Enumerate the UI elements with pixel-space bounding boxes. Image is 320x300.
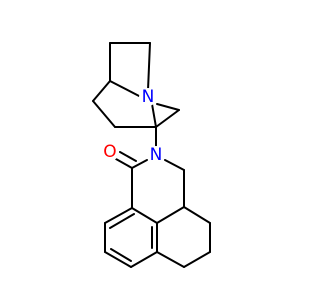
bond bbox=[115, 158, 133, 169]
bond bbox=[109, 213, 135, 229]
bond bbox=[156, 103, 180, 111]
bond bbox=[156, 206, 185, 224]
oxygen-label: O bbox=[103, 142, 116, 162]
bond bbox=[104, 251, 132, 268]
nitrogen-label: N bbox=[150, 145, 163, 165]
bond bbox=[183, 251, 211, 268]
atom-o-carbonyl: O bbox=[101, 142, 119, 162]
bond bbox=[164, 159, 185, 171]
atom-n-amide: N bbox=[147, 145, 165, 165]
nitrogen-label: N bbox=[142, 87, 155, 107]
bond bbox=[92, 80, 111, 102]
bond bbox=[183, 206, 211, 224]
bond bbox=[147, 42, 151, 91]
structure-canvas: N N O bbox=[92, 42, 211, 268]
bond bbox=[155, 109, 180, 128]
quinuclidine-cage bbox=[92, 42, 180, 128]
bond bbox=[109, 80, 142, 98]
bond bbox=[110, 248, 132, 262]
aromatic-ring bbox=[104, 207, 158, 268]
bond bbox=[131, 159, 148, 169]
bond bbox=[104, 207, 133, 224]
molecule-structure: N N O bbox=[92, 42, 211, 268]
bond bbox=[156, 251, 185, 268]
lactam-ring bbox=[115, 151, 185, 224]
bond bbox=[119, 151, 137, 162]
atom-n-bridgehead: N bbox=[139, 87, 157, 107]
bond bbox=[151, 103, 157, 128]
bond bbox=[131, 207, 158, 224]
saturated-ring bbox=[156, 206, 211, 268]
bond bbox=[130, 251, 158, 268]
bond bbox=[92, 100, 116, 128]
